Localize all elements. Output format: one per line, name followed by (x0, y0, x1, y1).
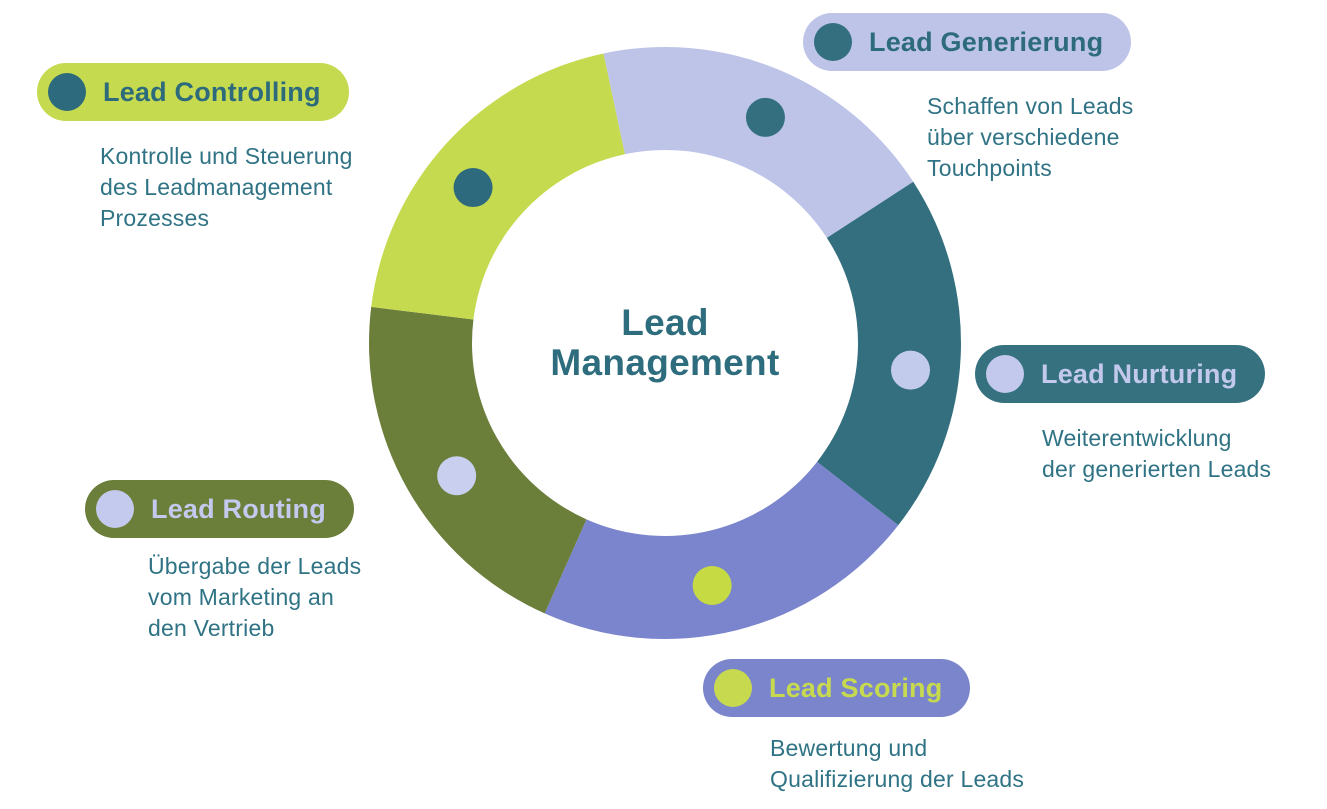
donut-center-title: Lead Management (550, 302, 780, 383)
dot-icon (714, 669, 752, 707)
dot-icon (48, 73, 86, 111)
pill-lead-routing: Lead Routing (85, 480, 354, 538)
segment-dot-lead-generierung (745, 97, 785, 137)
segment-lead-scoring (544, 461, 899, 640)
segment-dot-lead-nurturing (891, 350, 931, 390)
description-lead-routing: Übergabe der Leads vom Marketing an den … (148, 553, 362, 641)
pill-lead-nurturing: Lead Nurturing (975, 345, 1266, 403)
pill-lead-generierung: Lead Generierung (803, 13, 1132, 71)
pill-label-lead-routing: Lead Routing (151, 493, 326, 524)
dot-icon (96, 490, 134, 528)
pill-label-lead-controlling: Lead Controlling (103, 76, 321, 107)
description-lead-scoring: Bewertung und Qualifizierung der Leads (770, 735, 1025, 792)
segment-lead-routing (368, 306, 587, 614)
segment-dot-lead-scoring (692, 565, 732, 605)
pill-label-lead-scoring: Lead Scoring (769, 672, 943, 703)
pill-label-lead-generierung: Lead Generierung (869, 26, 1104, 57)
segment-dot-lead-routing (437, 456, 477, 496)
segment-lead-controlling (371, 53, 625, 320)
description-lead-controlling: Kontrolle und Steuerung des Leadmanageme… (100, 143, 353, 231)
dot-icon (986, 355, 1024, 393)
description-lead-nurturing: Weiterentwicklung der generierten Leads (1042, 425, 1272, 482)
pill-lead-scoring: Lead Scoring (703, 659, 971, 717)
segment-lead-generierung (603, 47, 914, 238)
description-lead-generierung: Schaffen von Leads über verschiedene Tou… (927, 93, 1134, 181)
segment-dot-lead-controlling (453, 168, 493, 208)
segment-lead-nurturing (817, 181, 961, 526)
pill-label-lead-nurturing: Lead Nurturing (1041, 358, 1238, 389)
pill-lead-controlling: Lead Controlling (37, 63, 349, 121)
dot-icon (814, 23, 852, 61)
